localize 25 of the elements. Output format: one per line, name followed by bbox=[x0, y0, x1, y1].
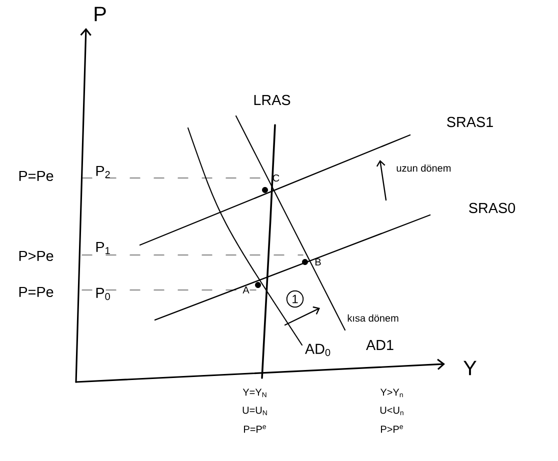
condition-label: P>P$^{e}$ bbox=[381, 425, 403, 433]
shift-label: uzun dönem bbox=[396, 164, 451, 172]
curve-label: LRAS bbox=[254, 94, 290, 106]
price-label: P$_{0}$ bbox=[96, 288, 110, 300]
price-label: P=Pe bbox=[19, 286, 54, 298]
condition-label: U<U$_{n}$ bbox=[380, 406, 404, 416]
price-label: P$_{2}$ bbox=[96, 166, 110, 178]
axis-label: Y bbox=[464, 360, 476, 376]
point-label: B bbox=[315, 258, 321, 266]
price-label: P$_{1}$ bbox=[96, 242, 110, 254]
curve-label: AD1 bbox=[366, 340, 394, 350]
price-label: P=Pe bbox=[19, 170, 54, 182]
axis-label: P bbox=[94, 6, 106, 22]
point-label: A bbox=[242, 286, 250, 294]
curve-label: SRAS0 bbox=[469, 202, 516, 214]
point-label: C bbox=[272, 174, 280, 182]
shift-label: kısa dönem bbox=[348, 314, 398, 322]
price-label: P>Pe bbox=[19, 250, 54, 262]
condition-label: Y>Y$_{n}$ bbox=[380, 388, 403, 398]
curve-label: SRAS1 bbox=[447, 116, 493, 128]
callout-number: 1 bbox=[286, 290, 304, 308]
condition-label: P=P$^{e}$ bbox=[244, 425, 266, 433]
condition-label: U=U$_{N}$ bbox=[242, 406, 267, 416]
condition-label: Y=Y$_{N}$ bbox=[242, 388, 266, 398]
curve-label: AD$_{0}$ bbox=[305, 344, 330, 356]
